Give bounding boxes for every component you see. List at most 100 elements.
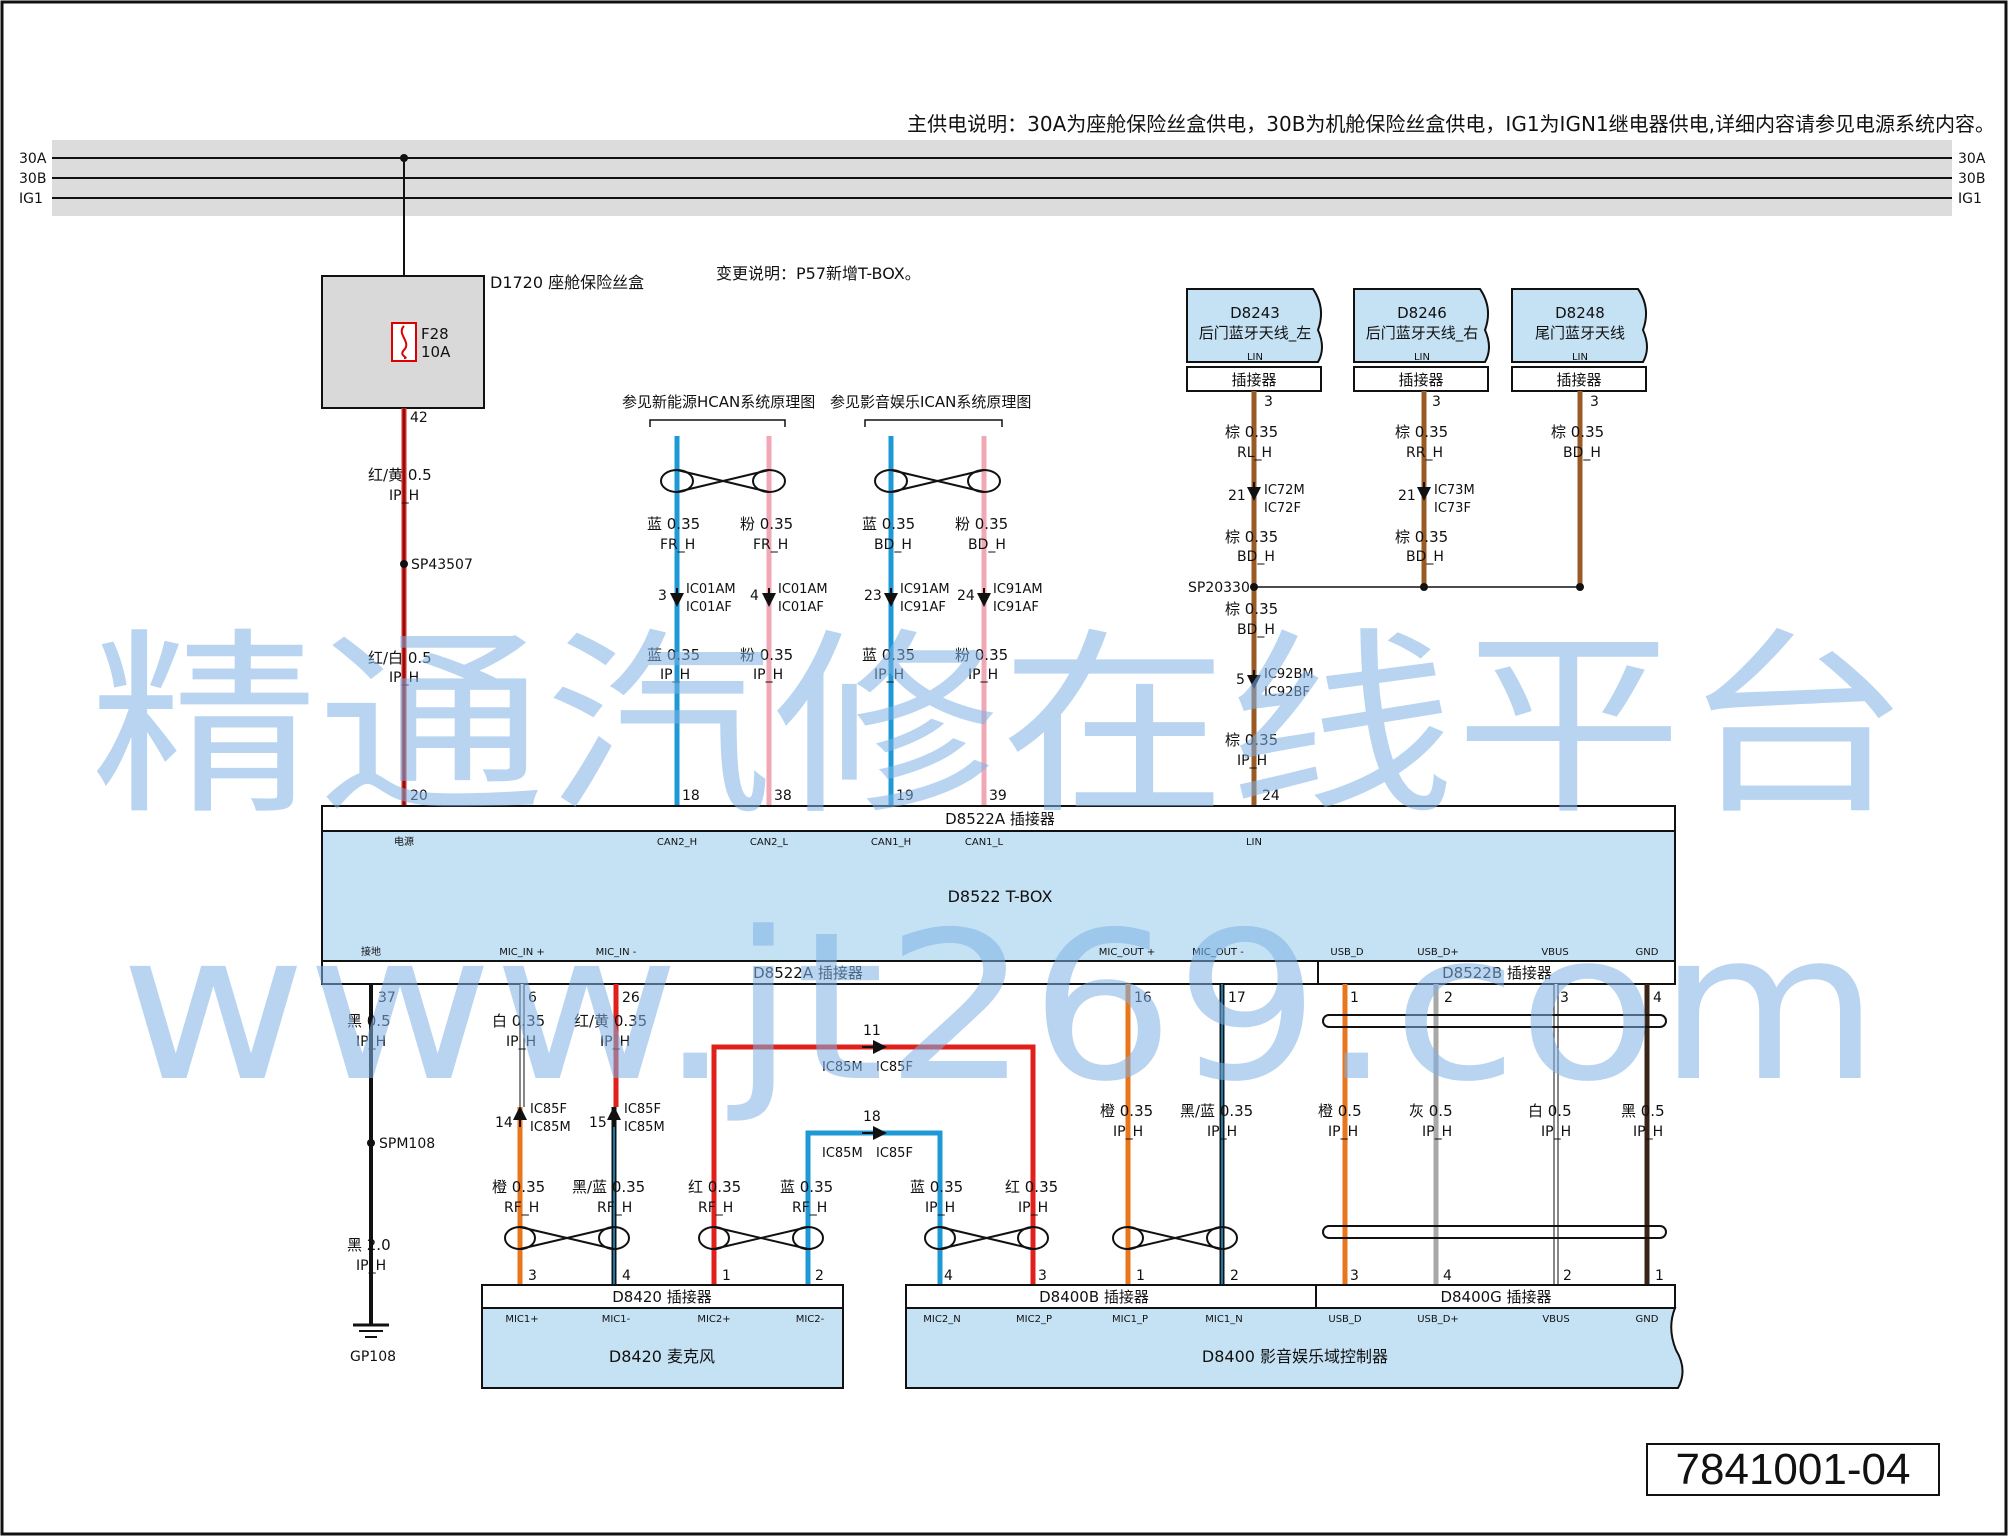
svg-text:蓝 0.35: 蓝 0.35 [862,646,915,664]
ground-wire: 37 黑 0.5 IP_H SPM108 黑 2.0 IP_H GP108 [347,984,435,1365]
svg-text:接地: 接地 [361,945,381,958]
svg-text:MIC2_N: MIC2_N [923,1314,960,1325]
svg-text:粉 0.35: 粉 0.35 [955,646,1008,664]
svg-text:2: 2 [1563,1268,1572,1284]
svg-text:白 0.35: 白 0.35 [492,1012,545,1030]
svg-text:IC85F: IC85F [624,1102,661,1117]
svg-text:插接器: 插接器 [1231,371,1276,389]
controller-b-connector-label: D8400B 插接器 [1039,1288,1149,1306]
svg-text:IP_H: IP_H [925,1200,955,1216]
svg-text:5: 5 [1236,672,1245,688]
svg-text:IP_H: IP_H [968,667,998,683]
watermark-line1: 精通汽修在线平台 [90,611,1910,842]
svg-text:IP_H: IP_H [389,488,419,504]
rail-label-30b-right: 30B [1958,171,1985,187]
svg-text:CAN1_H: CAN1_H [871,837,911,848]
svg-text:D8248: D8248 [1555,304,1605,322]
watermark-line2: www.jt269.com [120,889,1880,1127]
svg-text:20: 20 [410,788,428,804]
svg-text:3: 3 [1560,990,1569,1006]
power-rails: 30A 30B IG1 30A 30B IG1 [19,140,1986,216]
svg-text:D8246: D8246 [1397,304,1447,322]
svg-text:IC72F: IC72F [1264,501,1301,516]
svg-text:灰 0.5: 灰 0.5 [1409,1102,1453,1120]
svg-text:IC91AF: IC91AF [993,600,1039,615]
svg-text:粉 0.35: 粉 0.35 [740,646,793,664]
splice-sp43507: SP43507 [411,557,473,573]
svg-text:MIC1-: MIC1- [602,1314,631,1325]
can1-pair: 蓝 0.35 BD_H 粉 0.35 BD_H 23 IC91AM IC91AF… [862,436,1043,806]
svg-text:3: 3 [1038,1268,1047,1284]
svg-text:4: 4 [622,1268,631,1284]
svg-text:棕 0.35: 棕 0.35 [1551,423,1604,441]
antenna-tailgate: D8248 尾门蓝牙天线 LIN 插接器 3 [1511,288,1648,410]
svg-text:红/白 0.5: 红/白 0.5 [368,649,432,667]
svg-text:黑/蓝 0.35: 黑/蓝 0.35 [1180,1102,1253,1120]
svg-text:24: 24 [957,588,975,604]
svg-text:插接器: 插接器 [1398,371,1443,389]
svg-text:MIC_IN +: MIC_IN + [499,947,545,958]
svg-text:IP_H: IP_H [600,1034,630,1050]
svg-text:IP_H: IP_H [1633,1124,1663,1140]
svg-text:3: 3 [1264,394,1273,410]
svg-text:IC01AF: IC01AF [686,600,732,615]
svg-text:IC85M: IC85M [530,1120,571,1135]
svg-text:LIN: LIN [1247,352,1263,363]
svg-text:BD_H: BD_H [1563,445,1601,461]
svg-text:黑 0.5: 黑 0.5 [1621,1102,1665,1120]
svg-text:USB_D+: USB_D+ [1417,1314,1459,1325]
svg-text:1: 1 [1350,990,1359,1006]
fuse-icon [400,325,408,359]
svg-text:黑 0.5: 黑 0.5 [347,1012,391,1030]
svg-text:IC85M: IC85M [822,1146,863,1161]
svg-text:尾门蓝牙天线: 尾门蓝牙天线 [1535,324,1625,342]
svg-text:MIC_OUT -: MIC_OUT - [1192,947,1244,958]
svg-text:粉 0.35: 粉 0.35 [740,515,793,533]
svg-text:MIC2_P: MIC2_P [1016,1314,1052,1325]
svg-text:1: 1 [1136,1268,1145,1284]
svg-text:IP_H: IP_H [753,667,783,683]
svg-text:2: 2 [1444,990,1453,1006]
tbox-module: D8522A 插接器 D8522 T-BOX 电源 CAN2_H CAN2_L … [321,805,1676,985]
svg-text:橙 0.35: 橙 0.35 [1100,1102,1153,1120]
svg-text:24: 24 [1262,788,1280,804]
svg-text:棕 0.35: 棕 0.35 [1225,423,1278,441]
svg-text:IC85F: IC85F [876,1060,913,1075]
rail-label-30b: 30B [19,171,46,187]
svg-text:GND: GND [1636,1314,1659,1325]
svg-text:IP_H: IP_H [506,1034,536,1050]
svg-text:37: 37 [378,990,396,1006]
svg-text:4: 4 [1443,1268,1452,1284]
svg-text:IP_H: IP_H [1207,1124,1237,1140]
svg-text:IC92BM: IC92BM [1264,667,1314,682]
antenna-left: D8243 后门蓝牙天线_左 LIN 插接器 3 [1186,288,1323,410]
svg-text:IP_H: IP_H [1422,1124,1452,1140]
svg-text:红/黄 0.5: 红/黄 0.5 [368,466,432,484]
hcan-reference: 参见新能源HCAN系统原理图 [622,393,815,411]
mic2-wires: 11 IC85M IC85F 18 IC85M IC85F 红 0.35 RF_… [688,1023,1058,1285]
svg-text:26: 26 [622,990,640,1006]
svg-text:IC92BF: IC92BF [1264,685,1310,700]
svg-text:白 0.5: 白 0.5 [1528,1102,1572,1120]
svg-text:蓝 0.35: 蓝 0.35 [910,1178,963,1196]
svg-text:IC73M: IC73M [1434,483,1475,498]
rail-label-ig1-right: IG1 [1958,191,1982,207]
svg-text:棕 0.35: 棕 0.35 [1225,731,1278,749]
svg-text:IP_H: IP_H [1328,1124,1358,1140]
svg-text:黑/蓝 0.35: 黑/蓝 0.35 [572,1178,645,1196]
ground-label: GP108 [350,1349,396,1365]
ican-reference: 参见影音娱乐ICAN系统原理图 [830,393,1031,411]
svg-text:红 0.35: 红 0.35 [688,1178,741,1196]
svg-text:3: 3 [1350,1268,1359,1284]
svg-text:6: 6 [528,990,537,1006]
svg-text:插接器: 插接器 [1556,371,1601,389]
svg-text:IP_H: IP_H [1113,1124,1143,1140]
svg-text:蓝 0.35: 蓝 0.35 [862,515,915,533]
svg-text:USB_D: USB_D [1328,1314,1362,1325]
svg-text:4: 4 [944,1268,953,1284]
svg-text:IC01AM: IC01AM [686,582,736,597]
fuse-id: F28 [421,325,449,343]
svg-text:18: 18 [682,788,700,804]
svg-text:BD_H: BD_H [968,537,1006,553]
svg-text:IC91AM: IC91AM [900,582,950,597]
